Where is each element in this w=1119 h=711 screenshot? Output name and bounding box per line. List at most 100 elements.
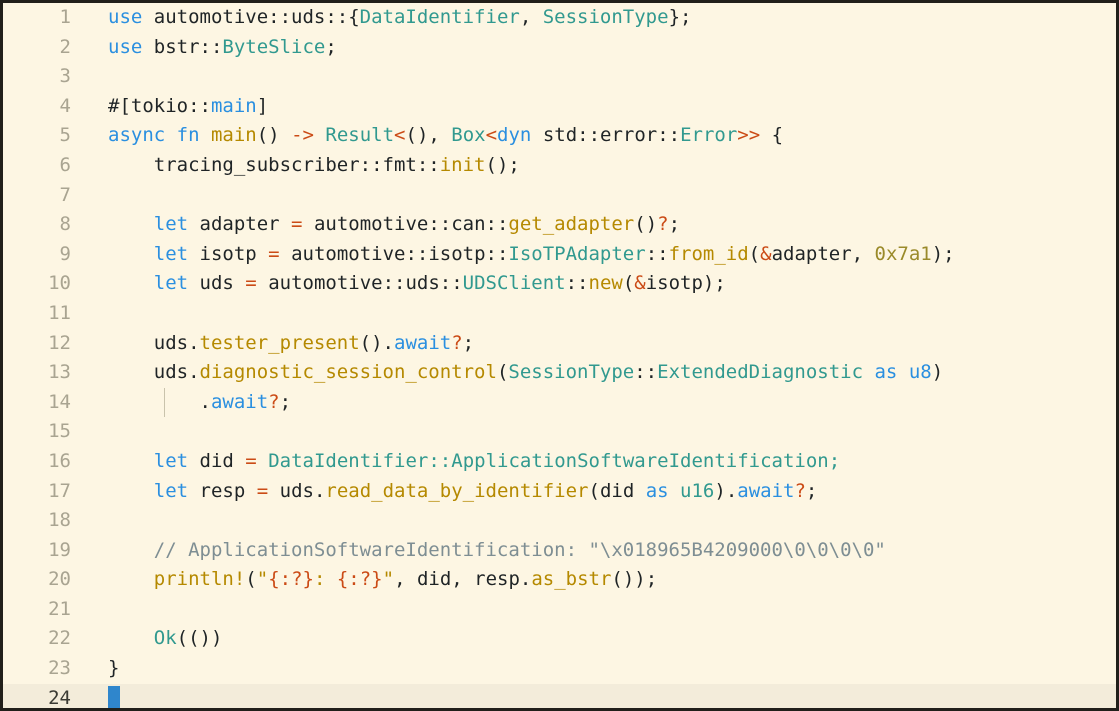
- code-line[interactable]: 17 let resp = uds.read_data_by_identifie…: [3, 477, 1116, 507]
- code-line[interactable]: 14 .await?;: [3, 387, 1116, 418]
- code-token-op: ->: [291, 124, 314, 147]
- code-line[interactable]: 16 let did = DataIdentifier::Application…: [3, 447, 1116, 477]
- code-token-pln: (): [256, 124, 292, 147]
- code-token-pln: ().: [359, 331, 394, 354]
- code-token-fnc: read_data_by_identifier: [325, 479, 589, 502]
- code-token-kw: let: [153, 449, 189, 472]
- code-line-content: use bstr::ByteSlice;: [108, 33, 1116, 63]
- code-token-fnc: diagnostic_session_control: [199, 361, 497, 384]
- code-token-pln: [108, 272, 154, 294]
- code-token-pln: isotp);: [645, 272, 726, 295]
- code-line-content: let isotp = automotive::isotp::IsoTPAdap…: [108, 240, 1116, 270]
- code-token-pln: ::: [565, 272, 589, 295]
- code-line[interactable]: 13 uds.diagnostic_session_control(Sessio…: [3, 358, 1116, 388]
- code-token-op: ?: [657, 213, 669, 236]
- code-token-pln: (: [622, 272, 635, 295]
- code-token-pln: uds.: [108, 331, 200, 354]
- code-line[interactable]: 11: [3, 299, 1116, 329]
- code-line[interactable]: 18: [3, 506, 1116, 536]
- code-token-kw: await: [394, 331, 452, 354]
- code-token-pln: (: [496, 361, 509, 384]
- code-token-ty: ;: [828, 449, 841, 472]
- code-token-pln: did: [188, 449, 246, 472]
- code-token-kw: as: [874, 361, 898, 384]
- code-token-pln: bstr::: [142, 35, 223, 58]
- code-token-pln: (did: [588, 479, 646, 502]
- code-token-cmt: // ApplicationSoftwareIdentification: "\…: [153, 538, 886, 561]
- code-token-pln: adapter,: [771, 242, 875, 265]
- code-token-kw: main: [210, 94, 257, 117]
- code-token-pln: [863, 361, 874, 383]
- code-line[interactable]: 19 // ApplicationSoftwareIdentification:…: [3, 536, 1116, 566]
- code-token-pln: , did, resp.: [394, 568, 532, 591]
- code-token-ty: DataIdentifier: [359, 6, 520, 28]
- code-token-op: =: [268, 242, 280, 265]
- line-number: 17: [48, 479, 71, 502]
- code-token-pln: std::error::: [531, 124, 681, 147]
- code-token-op: <: [394, 124, 406, 147]
- code-token-pln: (),: [405, 124, 452, 147]
- code-token-kw: await: [210, 390, 269, 413]
- code-line[interactable]: 4#[tokio::main]: [3, 92, 1116, 122]
- code-token-pln: };: [668, 6, 692, 28]
- code-token-op: <: [485, 124, 498, 147]
- line-number: 2: [59, 35, 71, 58]
- code-line[interactable]: 12 uds.tester_present().await?;: [3, 329, 1116, 359]
- code-line[interactable]: 20 println!("{:?}: {:?}", did, resp.as_b…: [3, 565, 1116, 595]
- code-token-pln: ::: [645, 242, 669, 265]
- code-line[interactable]: 3: [3, 62, 1116, 92]
- code-line[interactable]: 23}: [3, 654, 1116, 684]
- code-line[interactable]: 8 let adapter = automotive::can::get_ada…: [3, 210, 1116, 240]
- code-token-fnc: init: [439, 153, 486, 176]
- code-token-pln: ]: [256, 94, 269, 117]
- code-token-op: =: [256, 479, 269, 502]
- line-number: 15: [48, 420, 71, 443]
- code-token-kw: await: [737, 479, 795, 502]
- code-token-pln: );: [931, 242, 955, 265]
- indent-guide: [164, 387, 165, 418]
- code-token-pln: adapter: [188, 213, 292, 236]
- code-token-ty: ApplicationSoftwareIdentification: [451, 449, 829, 472]
- code-line[interactable]: 9 let isotp = automotive::isotp::IsoTPAd…: [3, 240, 1116, 270]
- line-number: 20: [48, 568, 71, 591]
- code-line[interactable]: 2 use bstr::ByteSlice;: [3, 33, 1116, 63]
- code-token-pln: automotive::uds::{: [142, 6, 360, 28]
- code-token-pln: ());: [611, 568, 658, 591]
- code-token-fnc: get_adapter: [508, 213, 635, 236]
- line-number: 1: [59, 6, 71, 28]
- line-number: 3: [59, 65, 71, 88]
- code-line[interactable]: 10 let uds = automotive::uds::UDSClient:…: [3, 269, 1116, 299]
- code-line[interactable]: 21: [3, 595, 1116, 625]
- code-token-pln: uds.: [108, 361, 200, 384]
- line-number: 14: [48, 390, 71, 413]
- line-number: 16: [48, 449, 71, 472]
- code-line-active[interactable]: 24: [3, 683, 1116, 708]
- code-token-pln: }: [108, 657, 120, 680]
- code-token-kw: use: [108, 35, 143, 58]
- line-number: 21: [48, 597, 71, 620]
- code-token-kw: async fn: [108, 124, 200, 147]
- code-token-op: ?: [268, 390, 280, 413]
- code-token-num: 0x7a1: [874, 242, 932, 265]
- code-line[interactable]: 15: [3, 417, 1116, 447]
- code-token-ty: Box: [451, 124, 486, 147]
- code-line[interactable]: 6 tracing_subscriber::fmt::init();: [3, 151, 1116, 181]
- line-number: 22: [48, 627, 71, 650]
- code-line[interactable]: 22 Ok(()): [3, 624, 1116, 654]
- code-token-pln: ();: [485, 153, 520, 176]
- code-token-fnc: from_id: [668, 242, 749, 265]
- code-token-fnc: as_bstr: [531, 568, 612, 591]
- code-token-pln: automotive::can::: [302, 213, 509, 236]
- code-token-kw: let: [153, 479, 189, 502]
- code-token-pln: [669, 480, 680, 502]
- line-number: 6: [59, 153, 71, 176]
- line-number: 13: [48, 361, 71, 384]
- code-line[interactable]: 7: [3, 181, 1116, 211]
- code-line-content: println!("{:?}: {:?}", did, resp.as_bstr…: [108, 565, 1116, 595]
- code-token-pln: ;: [462, 331, 475, 354]
- code-token-pln: automotive::isotp::: [279, 242, 509, 265]
